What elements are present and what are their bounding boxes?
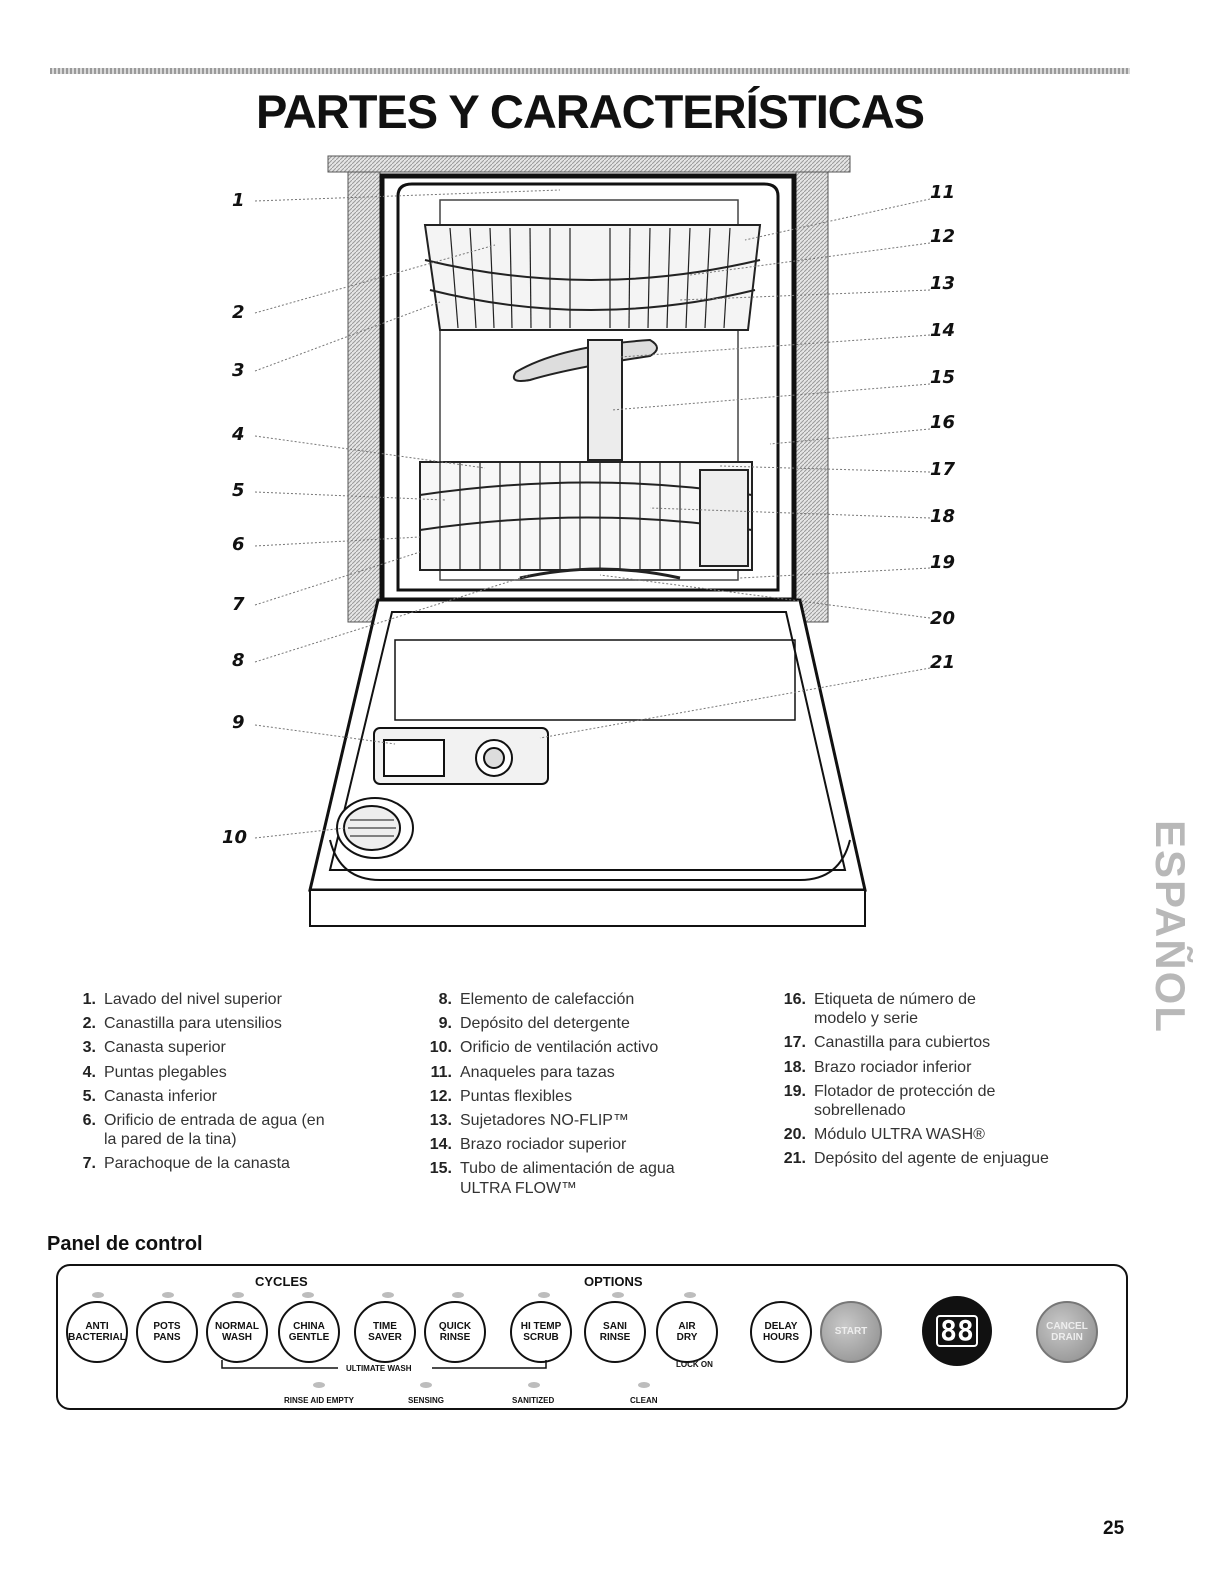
part-item: 5.Canasta inferior xyxy=(82,1087,217,1105)
part-item: 9.Depósito del detergente xyxy=(438,1015,630,1033)
callout-12: 12 xyxy=(930,226,956,247)
feed-tube xyxy=(587,339,623,461)
cycles-label: CYCLES xyxy=(255,1274,308,1289)
callout-16: 16 xyxy=(930,412,956,433)
lower-rack xyxy=(419,461,753,571)
part-item: 12.Puntas flexibles xyxy=(429,1087,573,1105)
cabinet-left xyxy=(347,171,381,623)
options-label: OPTIONS xyxy=(584,1274,643,1289)
sanitized-led xyxy=(528,1382,540,1388)
callout-20: 20 xyxy=(930,608,956,629)
callout-3: 3 xyxy=(232,360,245,381)
page-title: PARTES Y CARACTERÍSTICAS xyxy=(255,85,925,138)
rinse-aid-empty-label: RINSE AID EMPTY xyxy=(284,1396,354,1405)
upper-rack xyxy=(423,224,762,331)
cancel-drain-button[interactable]: CANCEL DRAIN xyxy=(1036,1301,1098,1363)
part-item: 13.Sujetadores NO-FLIP™ xyxy=(429,1111,629,1129)
part-item: 11.Anaqueles para tazas xyxy=(430,1063,615,1081)
digital-display: 88 xyxy=(922,1296,992,1366)
cycle-led xyxy=(382,1292,394,1298)
language-side-tab: ESPAÑOL xyxy=(1147,820,1194,1034)
pots-pans-button[interactable]: POTS PANS xyxy=(136,1301,198,1363)
start-button[interactable]: START xyxy=(820,1301,882,1363)
callout-15: 15 xyxy=(930,367,956,388)
page-number: 25 xyxy=(1103,1518,1125,1539)
callout-6: 6 xyxy=(232,534,245,555)
callout-8: 8 xyxy=(232,650,245,671)
countertop xyxy=(327,155,851,173)
clean-led xyxy=(638,1382,650,1388)
time-saver-button[interactable]: TIME SAVER xyxy=(354,1301,416,1363)
callout-7: 7 xyxy=(232,594,245,615)
control-panel xyxy=(56,1264,1128,1410)
lock-on-label: LOCK ON xyxy=(676,1360,713,1369)
part-item: 8.Elemento de calefacción xyxy=(438,991,635,1008)
clean-label: CLEAN xyxy=(630,1396,658,1405)
china-gentle-button[interactable]: CHINA GENTLE xyxy=(278,1301,340,1363)
top-rule xyxy=(50,68,1130,74)
callout-4: 4 xyxy=(232,424,245,445)
part-item: 1.Lavado del nivel superior xyxy=(82,991,282,1008)
parts-list-col-1: 1.Lavado del nivel superior 2.Canastilla… xyxy=(60,990,364,1179)
cycle-led xyxy=(92,1292,104,1298)
part-item: 15.Tubo de alimentación de agua ULTRA FL… xyxy=(429,1160,675,1197)
callout-2: 2 xyxy=(232,302,245,323)
callout-17: 17 xyxy=(930,459,956,480)
dishwasher-diagram xyxy=(254,155,931,927)
cabinet-right xyxy=(795,171,829,623)
cycle-led xyxy=(232,1292,244,1298)
part-item: 3.Canasta superior xyxy=(82,1039,226,1057)
cycle-led xyxy=(162,1292,174,1298)
rinse-aid-empty-led xyxy=(313,1382,325,1388)
lower-spray-arm xyxy=(519,567,681,580)
parts-list-col-3: 16.Etiqueta de número de modelo y serie … xyxy=(770,990,1074,1174)
callout-10: 10 xyxy=(222,827,248,848)
parts-list-col-2: 8.Elemento de calefacción 9.Depósito del… xyxy=(416,990,720,1203)
part-item: 7.Parachoque de la canasta xyxy=(82,1155,290,1173)
sensing-label: SENSING xyxy=(408,1396,445,1405)
part-item: 4.Puntas plegables xyxy=(82,1063,227,1081)
detergent-dispenser xyxy=(373,727,549,785)
part-item: 14.Brazo rociador superior xyxy=(429,1136,627,1154)
control-panel-heading: Panel de control xyxy=(47,1233,203,1255)
part-item: 18.Brazo rociador inferior xyxy=(783,1058,972,1076)
ultimate-wash-bracket xyxy=(221,1360,547,1369)
sensing-led xyxy=(420,1382,432,1388)
callout-9: 9 xyxy=(232,712,245,733)
cycle-led xyxy=(302,1292,314,1298)
ultimate-wash-label: ULTIMATE WASH xyxy=(346,1364,412,1373)
part-item: 10.Orificio de ventilación activo xyxy=(429,1039,659,1057)
active-vent xyxy=(336,797,414,859)
option-led xyxy=(684,1292,696,1298)
open-door xyxy=(308,598,867,927)
silverware-basket xyxy=(699,469,749,567)
anti-bacterial-button[interactable]: ANTI BACTERIAL xyxy=(66,1301,128,1363)
callout-1: 1 xyxy=(232,190,245,211)
part-item: 2.Canastilla para utensilios xyxy=(82,1015,282,1033)
part-item: 6.Orificio de entrada de agua (en la par… xyxy=(82,1111,325,1149)
leader-lines xyxy=(254,189,931,839)
sanitized-label: SANITIZED xyxy=(512,1396,555,1405)
air-dry-button[interactable]: AIR DRY xyxy=(656,1301,718,1363)
callout-19: 19 xyxy=(930,552,956,573)
option-led xyxy=(538,1292,550,1298)
part-item: 21.Depósito del agente de enjuague xyxy=(783,1150,1049,1168)
callout-18: 18 xyxy=(930,506,956,527)
hi-temp-scrub-button[interactable]: HI TEMP SCRUB xyxy=(510,1301,572,1363)
normal-wash-button[interactable]: NORMAL WASH xyxy=(206,1301,268,1363)
sani-rinse-button[interactable]: SANI RINSE xyxy=(584,1301,646,1363)
callout-13: 13 xyxy=(930,273,956,294)
part-item: 17.Canastilla para cubiertos xyxy=(783,1034,991,1052)
callout-21: 21 xyxy=(930,652,956,673)
part-item: 20.Módulo ULTRA WASH® xyxy=(783,1126,985,1144)
callout-14: 14 xyxy=(930,320,956,341)
part-item: 19.Flotador de protección de sobrellenad… xyxy=(783,1082,996,1119)
callout-5: 5 xyxy=(232,480,245,501)
delay-hours-button[interactable]: DELAY HOURS xyxy=(750,1301,812,1363)
part-item: 16.Etiqueta de número de modelo y serie xyxy=(783,991,976,1028)
quick-rinse-button[interactable]: QUICK RINSE xyxy=(424,1301,486,1363)
cycle-led xyxy=(452,1292,464,1298)
option-led xyxy=(612,1292,624,1298)
callout-11: 11 xyxy=(930,182,956,203)
